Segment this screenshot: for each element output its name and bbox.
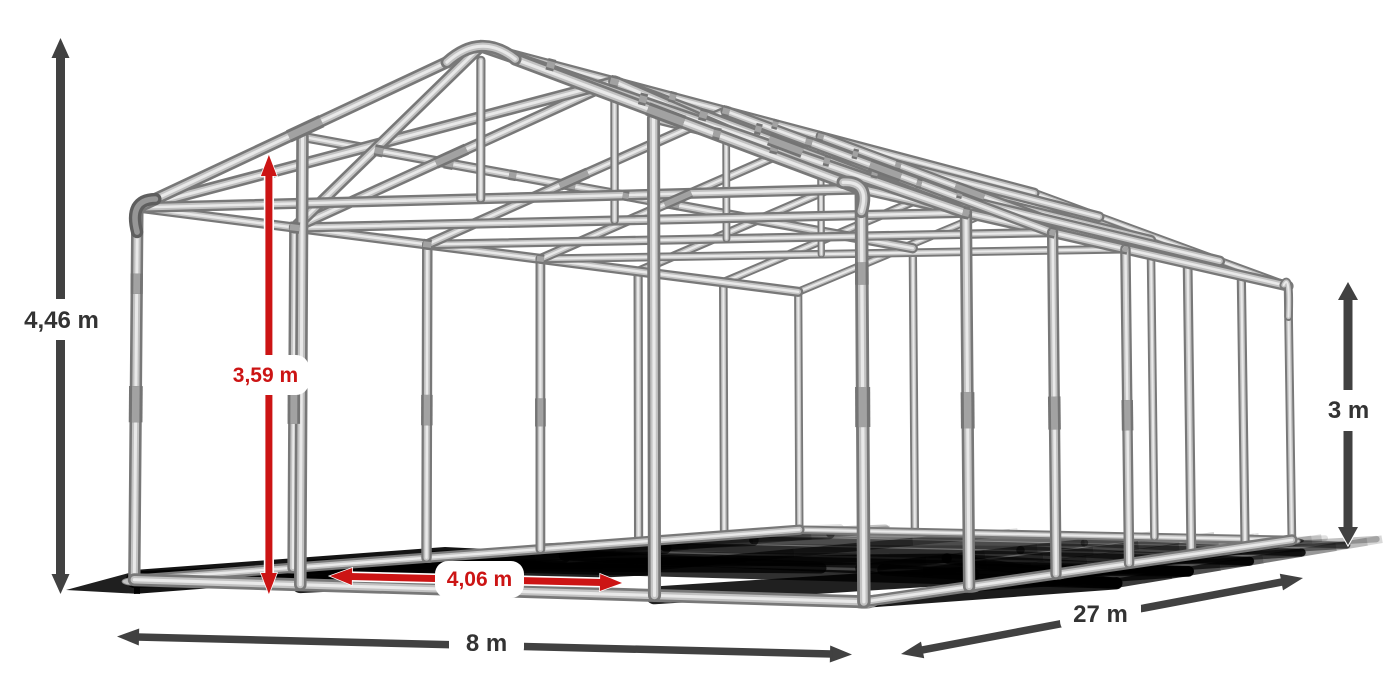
svg-text:4,46 m: 4,46 m [24,307,99,334]
svg-text:4,06 m: 4,06 m [447,568,512,591]
svg-text:3 m: 3 m [1328,397,1369,424]
svg-text:3,59 m: 3,59 m [233,364,298,387]
svg-text:27 m: 27 m [1073,601,1128,628]
svg-text:8 m: 8 m [466,630,507,657]
